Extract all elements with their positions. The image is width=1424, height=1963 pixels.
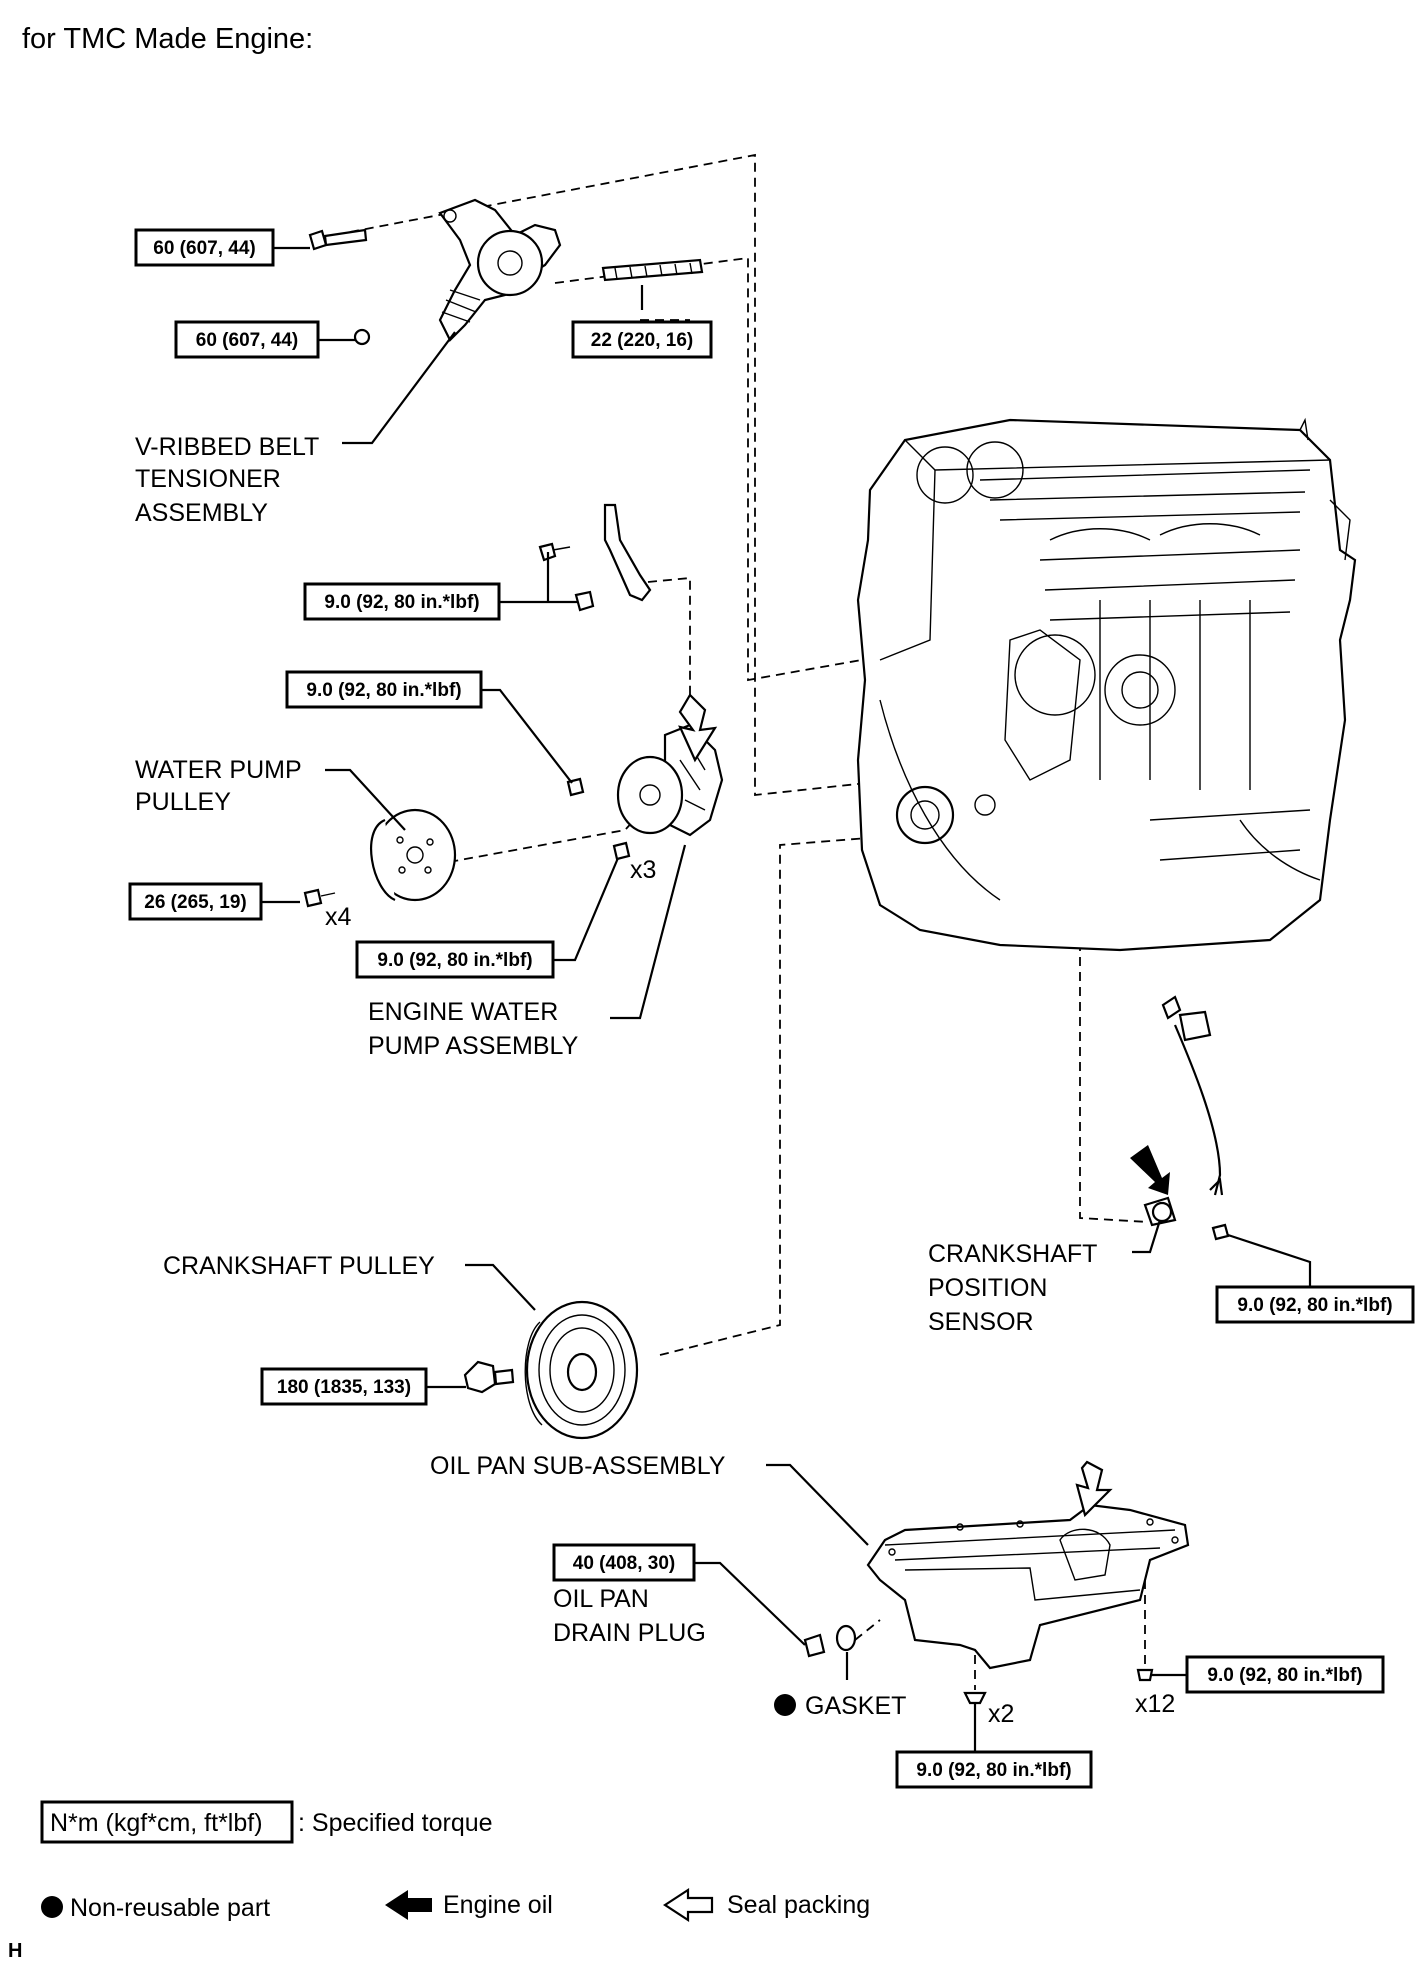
svg-text:V-RIBBED BELT: V-RIBBED BELT: [135, 433, 319, 461]
svg-text:180 (1835, 133): 180 (1835, 133): [277, 1377, 411, 1398]
torque-spec-bracket: 9.0 (92, 80 in.*lbf): [303, 582, 501, 621]
non-reusable-icon: [41, 1896, 63, 1918]
oil-pan-sub-assembly: [803, 1503, 1190, 1705]
svg-text:PUMP ASSEMBLY: PUMP ASSEMBLY: [368, 1032, 579, 1060]
crankshaft-position-sensor: [1130, 995, 1230, 1241]
count-x4: x4: [325, 903, 352, 931]
seal-packing-arrow: [678, 693, 718, 763]
svg-text:GASKET: GASKET: [805, 1692, 906, 1720]
legend-engine-oil: Engine oil: [443, 1891, 553, 1919]
legend-seal-packing: Seal packing: [727, 1891, 870, 1919]
svg-text:60 (607, 44): 60 (607, 44): [196, 330, 298, 351]
svg-text:DRAIN PLUG: DRAIN PLUG: [553, 1619, 706, 1647]
count-x2: x2: [988, 1700, 1014, 1728]
legend-torque-text: : Specified torque: [298, 1809, 493, 1837]
torque-spec-tensioner-nut: 60 (607, 44): [174, 320, 320, 359]
svg-text:TENSIONER: TENSIONER: [135, 465, 281, 493]
label-water-pump: ENGINE WATER PUMP ASSEMBLY: [368, 998, 579, 1060]
count-x3: x3: [630, 856, 656, 884]
v-ribbed-belt-tensioner: [308, 198, 704, 346]
leader-lines: [260, 246, 1312, 1760]
label-drain-plug: OIL PAN DRAIN PLUG: [553, 1585, 706, 1647]
label-gasket: GASKET: [774, 1692, 906, 1720]
torque-spec-sensor-bolt: 9.0 (92, 80 in.*lbf): [1215, 1285, 1415, 1324]
svg-text:ENGINE WATER: ENGINE WATER: [368, 998, 558, 1026]
torque-spec-stud-bolt: 22 (220, 16): [571, 320, 713, 359]
legend: N*m (kgf*cm, ft*lbf) : Specified torque …: [40, 1800, 870, 1923]
svg-text:9.0 (92, 80 in.*lbf): 9.0 (92, 80 in.*lbf): [1237, 1295, 1392, 1316]
engine-oil-icon: [385, 1890, 432, 1920]
torque-spec-pump-lower: 9.0 (92, 80 in.*lbf): [355, 940, 555, 979]
label-oil-pan: OIL PAN SUB-ASSEMBLY: [430, 1452, 726, 1480]
svg-text:ASSEMBLY: ASSEMBLY: [135, 499, 268, 527]
svg-text:9.0 (92, 80 in.*lbf): 9.0 (92, 80 in.*lbf): [916, 1760, 1071, 1781]
seal-packing-icon: [662, 1887, 714, 1923]
crankshaft-pulley: [463, 1300, 639, 1440]
svg-text:40 (408, 30): 40 (408, 30): [573, 1553, 675, 1574]
legend-non-reusable: Non-reusable part: [70, 1894, 270, 1922]
bracket: [538, 503, 652, 612]
water-pump-pulley: [303, 808, 457, 908]
svg-text:22 (220, 16): 22 (220, 16): [591, 330, 693, 351]
torque-spec-crank-bolt: 180 (1835, 133): [260, 1367, 428, 1406]
svg-text:9.0 (92, 80 in.*lbf): 9.0 (92, 80 in.*lbf): [377, 950, 532, 971]
svg-text:SENSOR: SENSOR: [928, 1308, 1034, 1336]
svg-text:9.0 (92, 80 in.*lbf): 9.0 (92, 80 in.*lbf): [1207, 1665, 1362, 1686]
svg-text:9.0 (92, 80 in.*lbf): 9.0 (92, 80 in.*lbf): [306, 680, 461, 701]
torque-spec-oilpan-bottom: 9.0 (92, 80 in.*lbf): [895, 1750, 1093, 1789]
svg-text:POSITION: POSITION: [928, 1274, 1047, 1302]
svg-text:PULLEY: PULLEY: [135, 788, 231, 816]
label-water-pump-pulley: WATER PUMP PULLEY: [135, 756, 302, 816]
svg-text:9.0 (92, 80 in.*lbf): 9.0 (92, 80 in.*lbf): [324, 592, 479, 613]
engine-block: [856, 417, 1357, 952]
torque-spec-tensioner-bolt: 60 (607, 44): [134, 228, 275, 267]
label-tensioner: V-RIBBED BELT TENSIONER ASSEMBLY: [135, 433, 319, 527]
legend-torque-box: N*m (kgf*cm, ft*lbf): [50, 1809, 263, 1837]
svg-text:OIL PAN: OIL PAN: [553, 1585, 649, 1613]
torque-spec-oilpan-right: 9.0 (92, 80 in.*lbf): [1185, 1655, 1385, 1694]
label-crank-sensor: CRANKSHAFT POSITION SENSOR: [928, 1240, 1097, 1336]
corner-mark: H: [8, 1940, 22, 1962]
count-x12: x12: [1135, 1690, 1175, 1718]
torque-spec-pulley-bolt: 26 (265, 19): [128, 882, 263, 921]
torque-spec-pump-upper: 9.0 (92, 80 in.*lbf): [285, 670, 483, 709]
svg-text:60 (607, 44): 60 (607, 44): [153, 238, 255, 259]
svg-text:CRANKSHAFT: CRANKSHAFT: [928, 1240, 1097, 1268]
seal-packing-arrow: [1075, 1460, 1113, 1518]
label-crankshaft-pulley: CRANKSHAFT PULLEY: [163, 1252, 435, 1280]
page-title: for TMC Made Engine:: [22, 23, 313, 55]
svg-text:26 (265, 19): 26 (265, 19): [144, 892, 246, 913]
engine-water-pump-assembly: [566, 723, 724, 861]
svg-text:WATER PUMP: WATER PUMP: [135, 756, 302, 784]
torque-spec-drain-plug: 40 (408, 30): [552, 1543, 696, 1582]
